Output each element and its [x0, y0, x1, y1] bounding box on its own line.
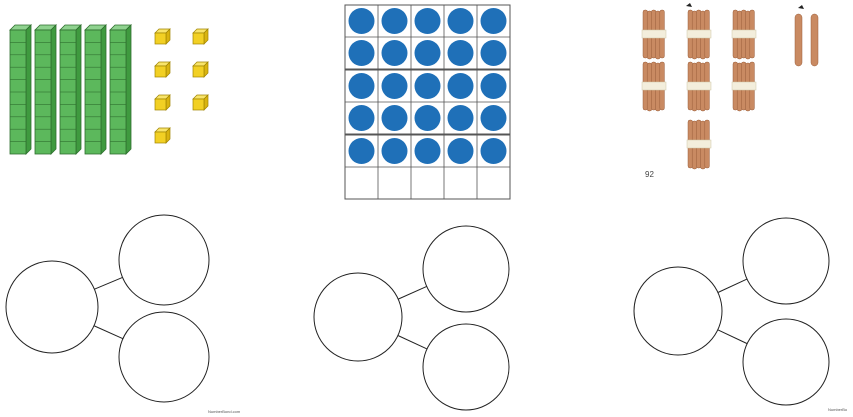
- bond-connector: [94, 326, 123, 339]
- ten-frame: [345, 135, 510, 199]
- mark-icon: [686, 3, 692, 7]
- number-bond: [314, 226, 509, 410]
- part-circle: [119, 312, 209, 402]
- counter: [481, 73, 507, 99]
- counter: [481, 8, 507, 34]
- unit-cube: [193, 29, 208, 44]
- counter: [349, 138, 375, 164]
- counter: [382, 138, 408, 164]
- number-bond-models: [0, 205, 853, 417]
- counter: [415, 73, 441, 99]
- credit-text: NumberBond.com: [208, 409, 240, 414]
- part-circle: [119, 215, 209, 305]
- mark-icon: [798, 5, 804, 9]
- counter: [448, 8, 474, 34]
- counter: [415, 138, 441, 164]
- stick-bundle: [687, 10, 711, 59]
- part-circle: [423, 226, 509, 312]
- unit-cube: [155, 29, 170, 44]
- unit-cube: [155, 62, 170, 77]
- counter: [415, 8, 441, 34]
- counter: [415, 40, 441, 66]
- unit-cube: [193, 95, 208, 110]
- stick-bundle: [642, 10, 666, 59]
- whole-circle: [634, 267, 722, 355]
- counter: [382, 8, 408, 34]
- whole-circle: [6, 261, 98, 353]
- base-ten-drawing: [0, 0, 230, 170]
- stick-bundle: [732, 10, 756, 59]
- single-stick: [795, 14, 802, 66]
- ten-frame-drawing: [340, 0, 520, 205]
- stick-bundle: [732, 62, 756, 111]
- ten-frame: [345, 5, 510, 69]
- number-bond: [634, 218, 829, 405]
- counter: [382, 73, 408, 99]
- part-circle: [743, 319, 829, 405]
- single-stick: [811, 14, 818, 66]
- ten-frame: [345, 70, 510, 134]
- number-bond-drawing: [0, 205, 853, 417]
- unit-cube: [155, 128, 170, 143]
- bond-connector: [718, 330, 747, 344]
- credit-text: NumberBo: [828, 407, 847, 412]
- unit-cube: [193, 62, 208, 77]
- counter: [481, 40, 507, 66]
- ten-rod: [85, 25, 106, 154]
- bond-connector: [398, 335, 427, 348]
- ten-frames: [340, 0, 520, 205]
- counter: [349, 105, 375, 131]
- whole-circle: [314, 273, 402, 361]
- counter: [481, 105, 507, 131]
- unit-cube: [155, 95, 170, 110]
- part-circle: [743, 218, 829, 304]
- counter: [349, 40, 375, 66]
- number-bond: [6, 215, 209, 402]
- counter: [448, 40, 474, 66]
- stick-bundle: [642, 62, 666, 111]
- bond-connector: [94, 277, 122, 289]
- bond-connector: [398, 286, 426, 299]
- counter: [349, 8, 375, 34]
- counter: [382, 105, 408, 131]
- counter: [448, 105, 474, 131]
- ten-rod: [10, 25, 31, 154]
- part-circle: [423, 324, 509, 410]
- ten-rod: [110, 25, 131, 154]
- counter: [382, 40, 408, 66]
- counter: [448, 73, 474, 99]
- stick-count-label: 92: [645, 170, 654, 179]
- sticks-drawing: [630, 0, 840, 180]
- counter: [349, 73, 375, 99]
- stick-bundles: [630, 0, 840, 180]
- counter: [415, 105, 441, 131]
- base-ten-blocks: [0, 0, 230, 170]
- stick-bundle: [687, 62, 711, 111]
- ten-rod: [60, 25, 81, 154]
- counter: [448, 138, 474, 164]
- ten-rod: [35, 25, 56, 154]
- bond-connector: [718, 279, 747, 292]
- counter: [481, 138, 507, 164]
- stick-bundle: [687, 120, 711, 169]
